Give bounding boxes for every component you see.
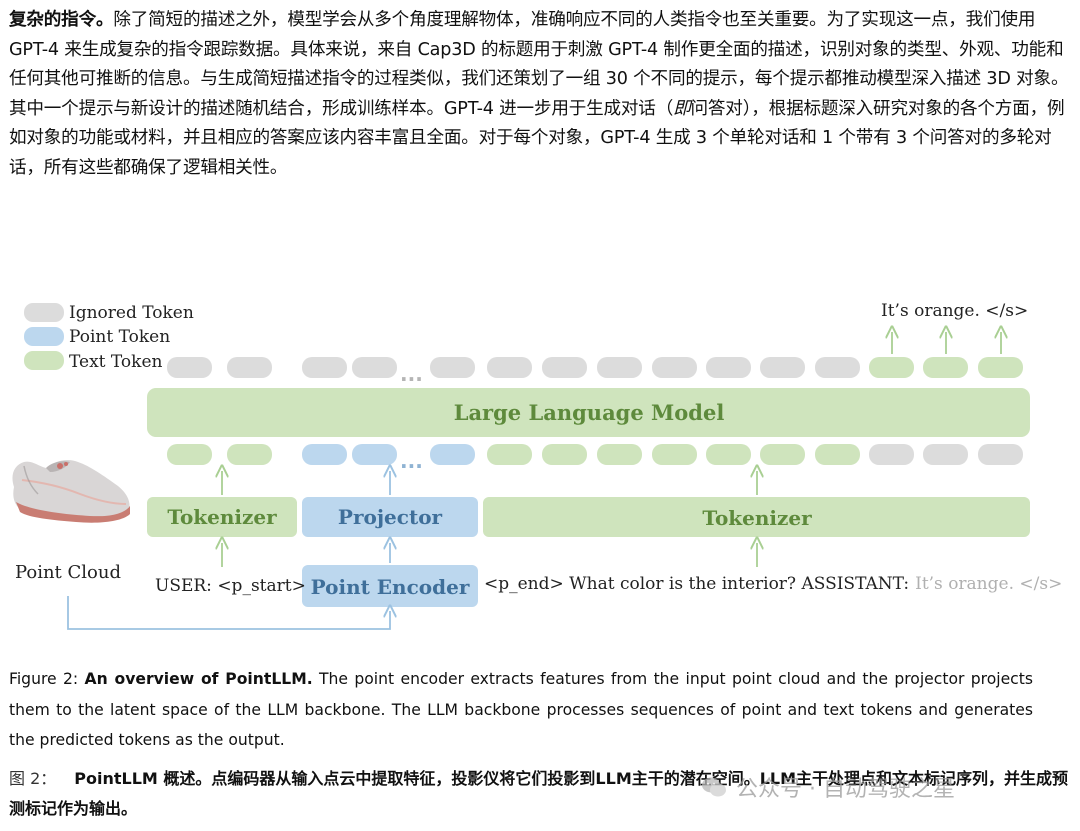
input-token — [760, 444, 805, 465]
input-token — [227, 444, 272, 465]
point-cloud-label: Point Cloud — [15, 562, 121, 583]
paragraph-text-2: 问答对），根据标题深入研究对象的各个方面，例如对象的功能或材料，并且相应的答案应… — [9, 98, 1065, 178]
output-token — [430, 357, 475, 378]
paragraph-text-1: 除了简短的描述之外，模型学会从多个角度理解物体，准确响应不同的人类指令也至关重要… — [9, 10, 1069, 119]
projector-label: Projector — [338, 505, 443, 529]
caption-zh-text: 点编码器从输入点云中提取特征，投影仪将它们投影到LLM主干的潜在空间。LLM主干… — [9, 769, 1069, 818]
input-ellipsis: ... — [400, 449, 423, 473]
watermark-text: 公众号 · 自动驾驶之星 — [736, 777, 955, 802]
paragraph-heading: 复杂的指令。 — [9, 10, 114, 30]
input-token — [815, 444, 860, 465]
output-token — [487, 357, 532, 378]
output-token — [597, 357, 642, 378]
llm-label: Large Language Model — [454, 400, 725, 425]
prompt-text: <p_end> What color is the interior? ASSI… — [484, 574, 1062, 594]
input-token — [923, 444, 968, 465]
user-prefix-text: USER: <p_start> — [155, 576, 306, 596]
output-token — [815, 357, 860, 378]
output-token — [706, 357, 751, 378]
output-token — [652, 357, 697, 378]
point-cloud-connector — [67, 596, 390, 630]
output-ellipsis: ... — [400, 362, 423, 386]
legend-ignored-label: Ignored Token — [69, 303, 194, 323]
projector-block — [302, 497, 478, 537]
caption-zh-label: 图 2： — [9, 769, 57, 788]
point-encoder-label: Point Encoder — [311, 575, 470, 599]
legend-point-swatch — [24, 327, 64, 346]
output-token-row: ... — [167, 357, 1023, 386]
input-token — [597, 444, 642, 465]
caption-label: Figure 2: — [9, 670, 85, 688]
prompt-answer: It’s orange. </s> — [915, 574, 1062, 594]
input-token — [430, 444, 475, 465]
input-token — [302, 444, 347, 465]
input-token-row: ... — [167, 444, 1023, 473]
paragraph-italic: 即 — [673, 98, 691, 119]
input-token — [869, 444, 914, 465]
input-token — [352, 444, 397, 465]
wechat-icon — [702, 777, 726, 797]
point-encoder-block — [302, 565, 478, 607]
output-token — [352, 357, 397, 378]
output-token — [978, 357, 1023, 378]
pointllm-diagram: Ignored Token Point Token Text Token It’… — [12, 301, 1062, 630]
watermark: 公众号 · 自动驾驶之星 — [700, 771, 955, 803]
legend-text-label: Text Token — [69, 352, 163, 372]
output-token — [760, 357, 805, 378]
caption-title: An overview of PointLLM. — [84, 670, 313, 688]
input-token — [167, 444, 212, 465]
input-token — [978, 444, 1023, 465]
output-token — [869, 357, 914, 378]
legend-ignored-swatch — [24, 303, 64, 322]
output-token — [923, 357, 968, 378]
figure-caption-zh: 图 2： PointLLM 概述。点编码器从输入点云中提取特征，投影仪将它们投影到… — [9, 764, 1069, 824]
output-token — [227, 357, 272, 378]
input-token — [487, 444, 532, 465]
legend-point-label: Point Token — [69, 327, 170, 347]
input-token — [706, 444, 751, 465]
input-token — [542, 444, 587, 465]
caption-zh-title: PointLLM 概述。 — [74, 769, 212, 788]
output-token — [542, 357, 587, 378]
legend-text-swatch — [24, 351, 64, 370]
llm-block — [147, 388, 1030, 437]
output-token — [167, 357, 212, 378]
figure-caption: Figure 2: An overview of PointLLM. The p… — [9, 664, 1033, 756]
caption-text: The point encoder extracts features from… — [9, 670, 1033, 749]
output-token — [302, 357, 347, 378]
tokenizer-right-label: Tokenizer — [702, 506, 812, 530]
output-text: It’s orange. </s> — [881, 301, 1028, 321]
tokenizer-left-block — [147, 497, 297, 537]
tokenizer-left-label: Tokenizer — [167, 505, 277, 529]
input-token — [652, 444, 697, 465]
point-cloud-shoe-image — [12, 460, 130, 523]
body-paragraph: 复杂的指令。除了简短的描述之外，模型学会从多个角度理解物体，准确响应不同的人类指… — [9, 6, 1071, 184]
prompt-question: <p_end> What color is the interior? ASSI… — [484, 574, 909, 594]
tokenizer-right-block — [483, 497, 1030, 537]
